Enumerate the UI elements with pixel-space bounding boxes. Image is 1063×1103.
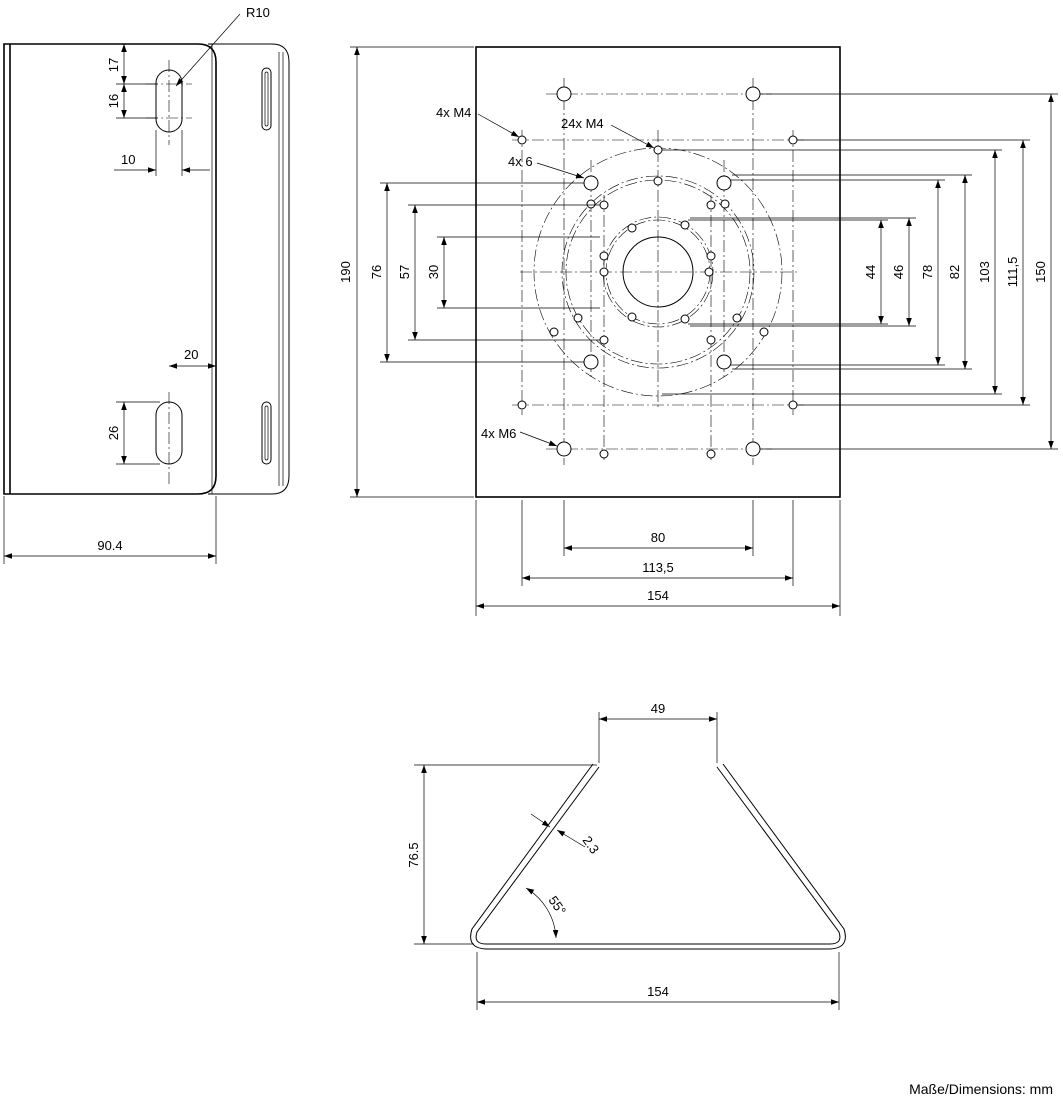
dim-front-height: 190 [338,261,353,283]
m4-hole [517,400,527,410]
dim-113-5: 113,5 [642,560,674,575]
dim-103: 103 [977,261,992,283]
dim-80: 80 [651,530,665,545]
hole-6 [716,175,732,191]
flange-slot-top [261,67,272,131]
top-view: 49 76.5 2.3 55° 154 [406,701,846,1010]
callout-m4-pattern: 24x M4 [561,116,604,131]
front-view: 4x M4 24x M4 4x 6 4x M6 190 76 57 30 44 [338,46,1058,616]
dim-111-5: 111,5 [1005,257,1020,288]
m6-hole [745,441,761,457]
dim-top-width: 154 [647,984,669,999]
dim-side-width: 90.4 [97,538,122,553]
dim-26: 26 [106,426,121,440]
radius-label: R10 [246,5,270,20]
bracket-profile-outer [475,766,841,945]
side-plate-outline [3,43,217,495]
dim-17: 17 [106,58,121,72]
center-bore [622,236,694,308]
dim-top-height: 76.5 [406,842,421,867]
m4-pattern-holes [549,145,769,459]
hole-6 [583,175,599,191]
units-note: Maße/Dimensions: mm [909,1081,1053,1097]
dim-10: 10 [121,152,135,167]
m4-hole [788,135,798,145]
dim-front-width: 154 [647,588,669,603]
m4-hole [517,135,527,145]
hole-6 [716,354,732,370]
dim-78: 78 [920,265,935,279]
dim-30: 30 [426,265,441,279]
side-view: R10 17 16 10 20 26 90.4 [3,5,290,564]
m6-hole [556,441,572,457]
dim-57: 57 [397,265,412,279]
dim-20: 20 [184,347,198,362]
side-flange-outline [208,43,290,495]
dim-46: 46 [891,265,906,279]
callout-hole-6: 4x 6 [508,154,533,169]
dim-angle: 55° [546,893,570,918]
callout-m6: 4x M6 [481,426,516,441]
dim-44: 44 [863,265,878,279]
m6-hole [745,86,761,102]
flange-slot-bottom [261,401,272,465]
dim-16: 16 [106,94,121,108]
m4-hole [788,400,798,410]
callout-m4-corner: 4x M4 [436,105,471,120]
dim-76: 76 [369,265,384,279]
m6-hole [556,86,572,102]
dim-150: 150 [1033,261,1048,283]
dim-82: 82 [947,265,962,279]
dim-49: 49 [651,701,665,716]
hole-6 [583,354,599,370]
front-plate-outline [475,46,841,498]
bracket-profile-inner [470,763,846,950]
dim-thickness: 2.3 [580,833,603,856]
